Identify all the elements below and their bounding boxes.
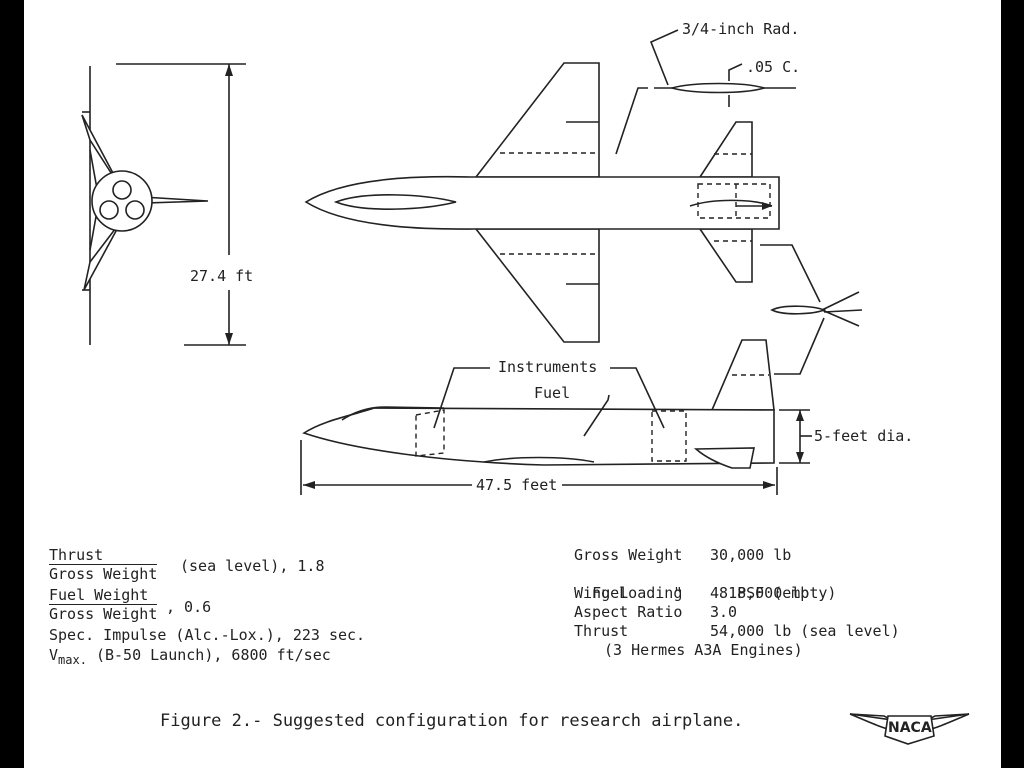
naca-logo: NACA [849,713,970,745]
spec-row-wing-loading: Wing Loading 48 PSF (empty) [574,584,836,603]
figure-caption: Figure 2.- Suggested configuration for r… [160,711,744,731]
vmax-text: (B-50 Launch), 6800 ft/sec [95,646,331,664]
spec-row-thrust: Thrust 54,000 lb (sea level) [574,622,900,641]
spec-key: Gross Weight [574,546,683,564]
engines-note: (3 Hermes A3A Engines) [604,641,803,659]
height-label: 27.4 ft [190,267,253,285]
vmax-subscript: max. [58,653,87,667]
fuselage-side [302,407,775,466]
tail-upper [698,121,753,178]
tail-lower [698,228,753,283]
vmax-line: Vmax. (B-50 Launch), 6800 ft/sec [49,646,331,669]
three-view-drawing: 27.4 ft 3/4-inch Rad. .05 C [81,20,970,745]
length-label: 47.5 feet [476,476,557,494]
edge-radius-label: 3/4-inch Rad. [682,20,799,38]
spec-key: Thrust [574,622,629,640]
wing-lower [474,228,600,343]
specific-impulse-line: Spec. Impulse (Alc.-Lox.), 223 sec. [49,626,366,644]
spec-value: 3.0 [710,603,738,621]
airfoil-section: 3/4-inch Rad. .05 C. [649,20,800,107]
naca-logo-text: NACA [888,720,932,736]
spec-key: Aspect Ratio [574,603,683,621]
fuel-label: Fuel [534,384,570,402]
thrust-ratio-denominator: Gross Weight [49,565,158,583]
fuselage-top [304,175,780,230]
spec-value: 30,000 lb [710,546,792,564]
thrust-ratio-numerator: Thrust [49,546,158,565]
fuel-ratio-denominator: Gross Weight [49,605,158,623]
fuel-ratio-fraction: Fuel Weight Gross Weight [49,586,158,623]
side-view [302,339,775,469]
spec-key: Fuel " [592,584,683,602]
figure-page: 27.4 ft 3/4-inch Rad. .05 C [24,0,1001,768]
diameter-label: 5-feet dia. [814,427,913,445]
spec-row-gross-weight: Gross Weight 30,000 lb [574,546,791,565]
spec-value: 48 PSF (empty) [710,584,837,602]
front-view [81,66,209,345]
fuel-ratio-value: , 0.6 [166,598,212,616]
vmax-symbol: V [49,646,59,664]
thrust-ratio-fraction: Thrust Gross Weight [49,546,158,583]
height-dimension: 27.4 ft [116,63,253,346]
spec-value: 18,000 lb [728,584,810,602]
instruments-label: Instruments [498,358,597,376]
spec-row-fuel: Fuel " 18,000 lb [574,565,809,603]
diameter-dimension: 5-feet dia. [779,409,913,464]
wing-upper [474,62,600,178]
thrust-ratio-value: (sea level), 1.8 [180,557,325,575]
tail-section-detail [760,244,863,375]
thickness-label: .05 C. [746,58,800,76]
length-dimension: 47.5 feet [300,440,778,495]
spec-key: Wing Loading [574,584,683,602]
fuel-ratio-numerator: Fuel Weight [49,586,158,605]
spec-value: 54,000 lb (sea level) [710,622,900,640]
spec-row-aspect-ratio: Aspect Ratio 3.0 [574,603,737,622]
top-view [304,62,780,343]
